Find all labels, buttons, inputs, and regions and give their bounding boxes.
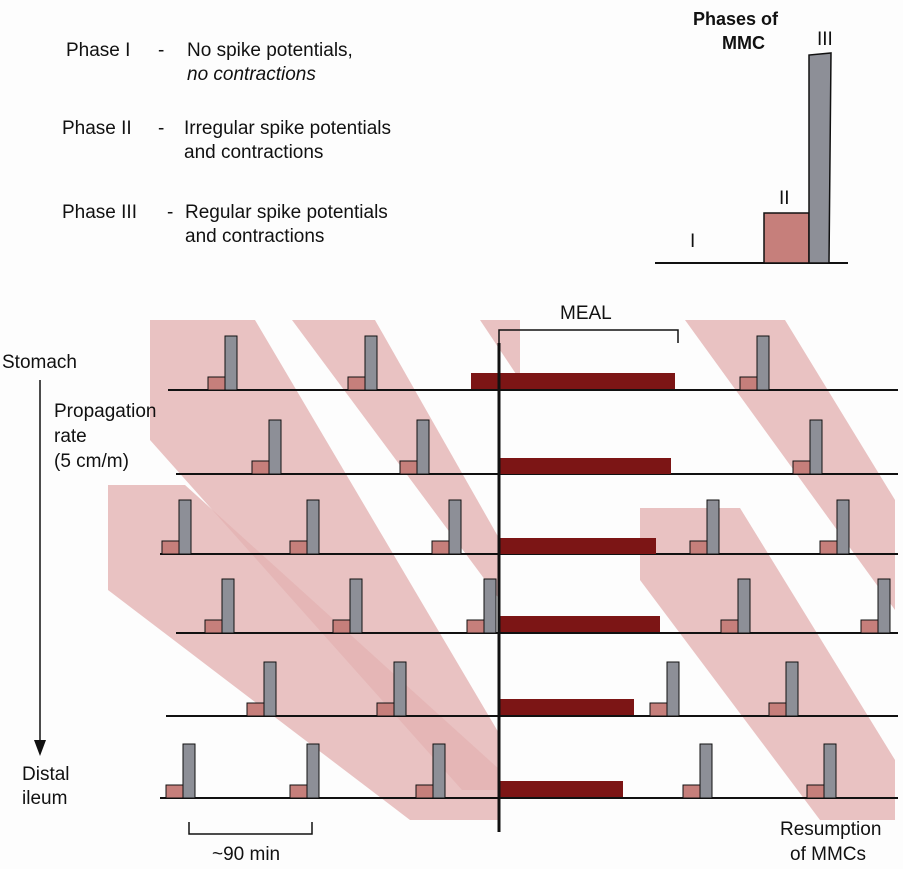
mmc-phase2-box: [204, 619, 223, 634]
resumption-line1: Resumption: [780, 819, 882, 840]
legend-phase1-name: Phase I: [66, 40, 131, 61]
mmc-phase3-bar: [393, 661, 407, 717]
legend-phase3-name: Phase III: [62, 202, 137, 223]
mmc-phase3-bar: [182, 743, 196, 799]
mmc-phase3-bar: [706, 499, 720, 555]
mmc-phase2-box: [720, 619, 739, 634]
axis-bottom-line2: ileum: [22, 788, 68, 809]
mmc-phase2-box: [246, 702, 265, 717]
mmc-phase2-box: [415, 784, 434, 799]
legend-phase3-dash: -: [167, 202, 174, 223]
mmc-phase3-bar: [785, 661, 799, 717]
mmc-phase2-box: [819, 540, 838, 555]
mmc-phase3-bar: [877, 578, 891, 634]
mmc-phase3-bar: [306, 499, 320, 555]
mmc-phase2-box: [165, 784, 184, 799]
inset-phase3-bar: [808, 52, 832, 264]
meal-label: MEAL: [560, 303, 612, 324]
meal-contraction-bar: [499, 699, 634, 715]
axis-rate-line2: rate: [54, 426, 87, 447]
mmc-phase2-box: [251, 460, 270, 475]
mmc-phase2-box: [649, 702, 668, 717]
mmc-phase2-box: [289, 784, 308, 799]
legend-phase3-line2: and contractions: [185, 226, 325, 247]
resumption-line2: of MMCs: [790, 844, 866, 865]
propagation-arrow-head: [34, 740, 46, 756]
axis-bottom-line1: Distal: [22, 764, 70, 785]
meal-bracket: [498, 329, 679, 343]
inset-label-phase1: I: [690, 231, 696, 252]
legend-phase2-name: Phase II: [62, 118, 132, 139]
mmc-phase3-bar: [364, 335, 378, 391]
mmc-phase3-bar: [263, 661, 277, 717]
mmc-phase3-bar: [268, 419, 282, 475]
mmc-phase2-box: [376, 702, 395, 717]
legend-phase2-dash: -: [158, 118, 165, 139]
scale-label: ~90 min: [212, 844, 281, 865]
mmc-phase2-box: [289, 540, 308, 555]
mmc-phase2-box: [466, 619, 485, 634]
inset-label-phase2: II: [779, 188, 790, 209]
mmc-phase2-box: [347, 376, 366, 391]
propagation-band: [640, 508, 895, 820]
mmc-phase2-box: [431, 540, 450, 555]
meal-contraction-bar: [499, 781, 623, 797]
legend-phase1-line2: no contractions: [187, 64, 316, 85]
mmc-phase3-bar: [823, 743, 837, 799]
inset-label-phase3: III: [817, 29, 833, 50]
meal-contraction-bar: [471, 373, 675, 389]
mmc-phase3-bar: [221, 578, 235, 634]
mmc-phase2-box: [682, 784, 701, 799]
meal-contraction-bar: [499, 538, 656, 554]
meal-contraction-bar: [499, 458, 671, 474]
mmc-phase3-bar: [349, 578, 363, 634]
mmc-phase3-bar: [224, 335, 238, 391]
mmc-phase3-bar: [666, 661, 680, 717]
mmc-phase3-bar: [756, 335, 770, 391]
mmc-phase3-bar: [432, 743, 446, 799]
mmc-phase3-bar: [699, 743, 713, 799]
mmc-phase3-bar: [178, 499, 192, 555]
legend-phase3-line1: Regular spike potentials: [185, 202, 388, 223]
mmc-phase3-bar: [416, 419, 430, 475]
mmc-phase2-box: [768, 702, 787, 717]
mmc-phase3-bar: [737, 578, 751, 634]
propagation-band: [108, 485, 500, 820]
inset-title-line1: Phases of: [693, 9, 779, 29]
axis-top-label: Stomach: [2, 352, 77, 373]
mmc-phase2-box: [161, 540, 180, 555]
axis-rate-line1: Propagation: [54, 401, 157, 422]
inset-phase2-bar: [763, 212, 810, 264]
mmc-phase2-box: [739, 376, 758, 391]
mmc-phase3-bar: [809, 419, 823, 475]
mmc-phase3-bar: [483, 578, 497, 634]
legend-phase1-line1: No spike potentials,: [187, 40, 353, 61]
meal-contraction-bar: [499, 616, 660, 632]
mmc-phase2-box: [332, 619, 351, 634]
inset-title-line2: MMC: [722, 33, 765, 53]
mmc-phase3-bar: [448, 499, 462, 555]
mmc-phase2-box: [806, 784, 825, 799]
axis-rate-line3: (5 cm/m): [54, 451, 129, 472]
mmc-phase2-box: [792, 460, 811, 475]
time-scale-bracket: [188, 822, 313, 835]
mmc-phase3-bar: [306, 743, 320, 799]
legend-phase1-dash: -: [158, 40, 165, 61]
mmc-phase2-box: [689, 540, 708, 555]
legend-phase2-line2: and contractions: [184, 142, 324, 163]
legend-phase2-line1: Irregular spike potentials: [184, 118, 391, 139]
mmc-phase2-box: [207, 376, 226, 391]
mmc-phase2-box: [860, 619, 879, 634]
mmc-phase3-bar: [836, 499, 850, 555]
mmc-phase2-box: [399, 460, 418, 475]
